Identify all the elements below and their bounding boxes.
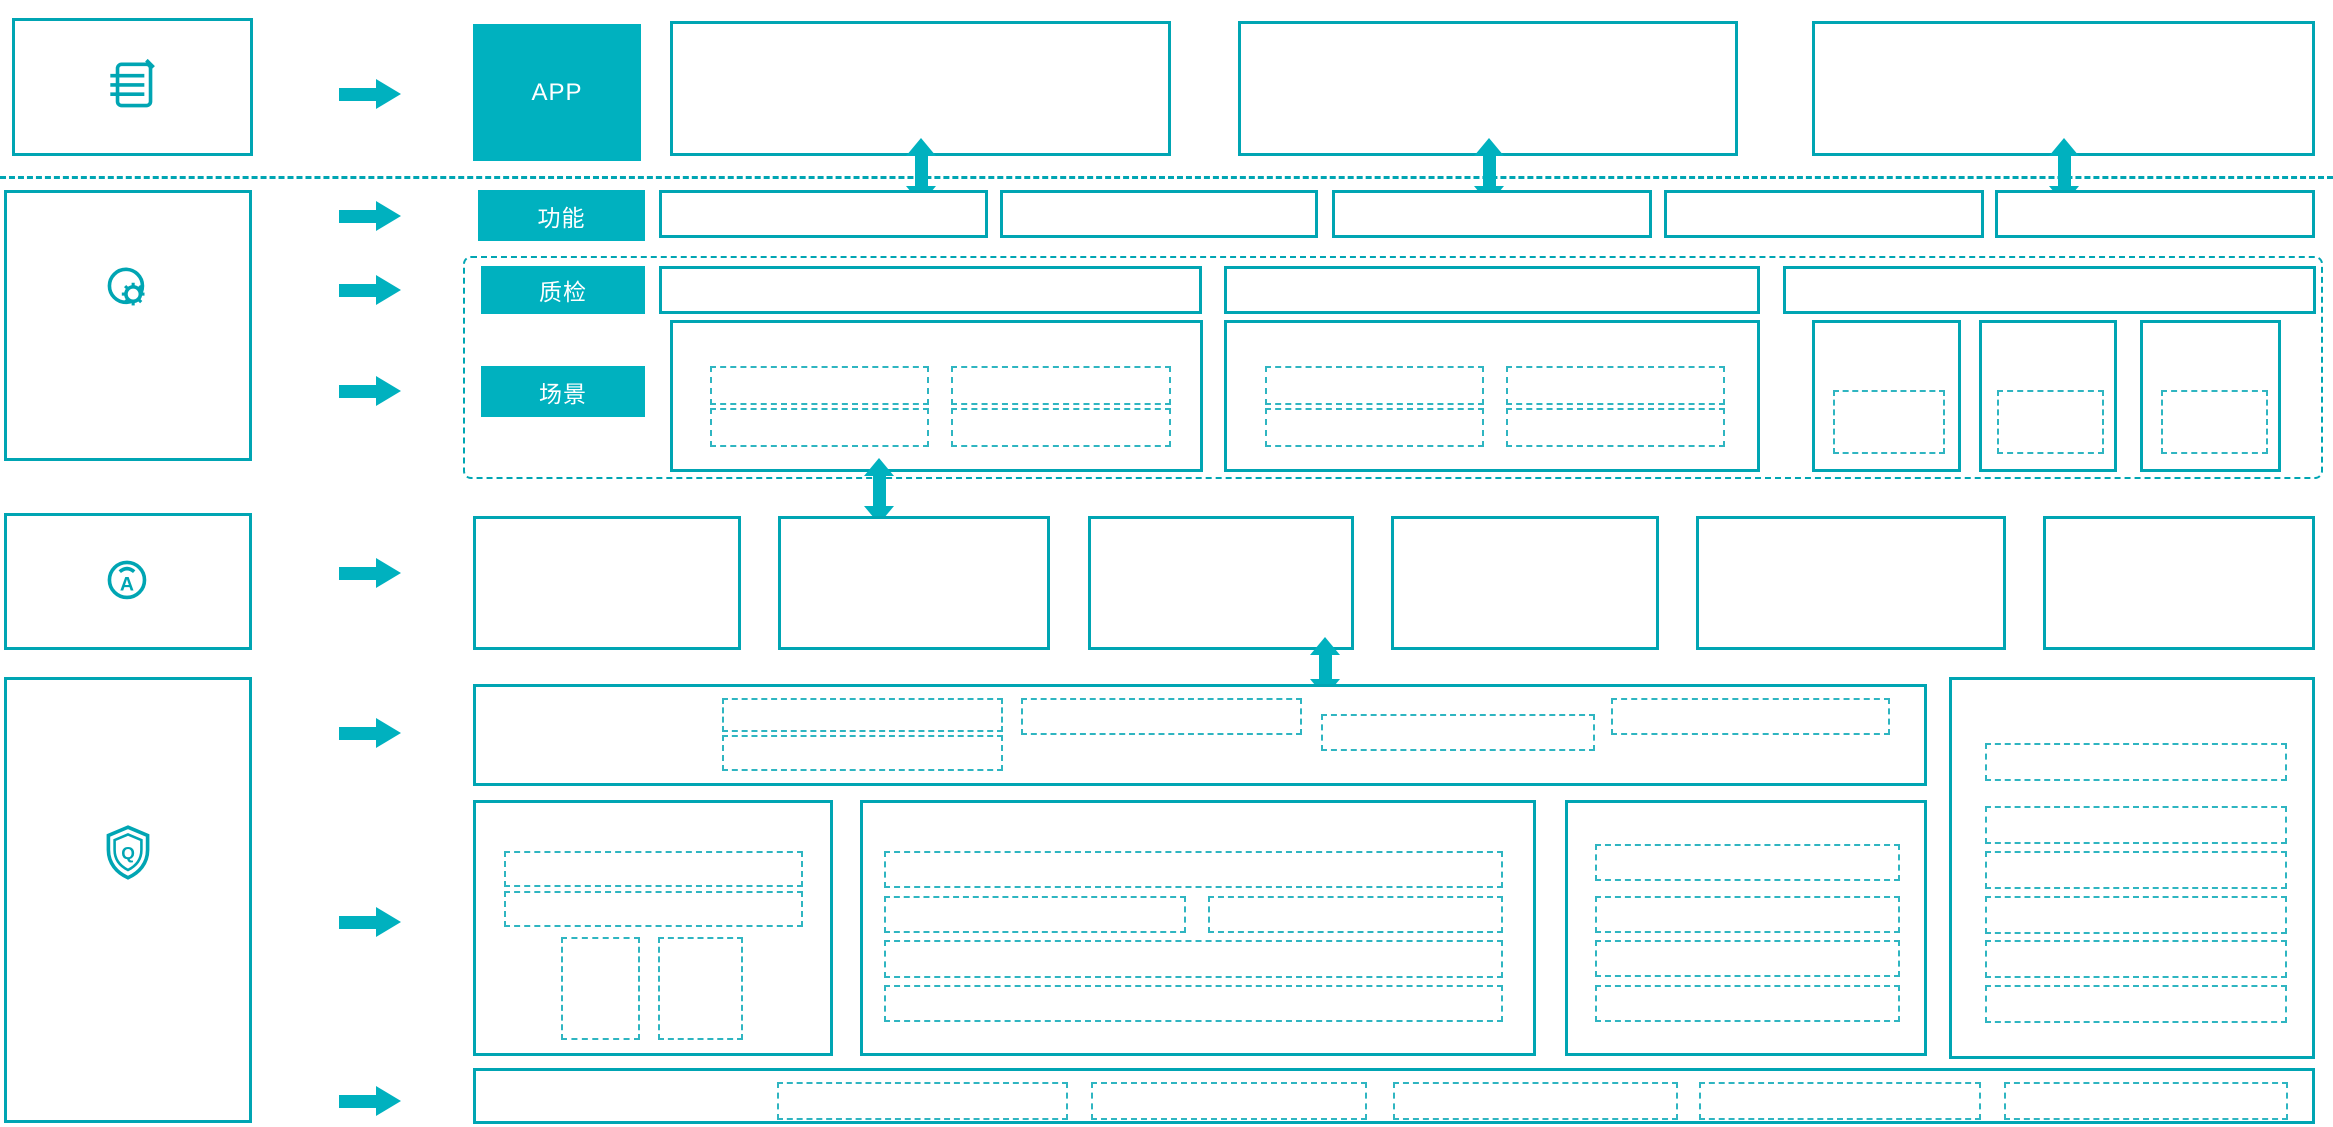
side-panel-box	[1949, 677, 2315, 1059]
capability-box-5	[1696, 516, 2006, 650]
function-box-4	[1664, 190, 1984, 238]
module-slot	[1208, 896, 1503, 933]
quality-scene-dashed-container	[463, 256, 2323, 479]
app-label-box: APP	[473, 24, 641, 161]
flow-arrow-8	[339, 1086, 401, 1116]
capability-box-1	[473, 516, 741, 650]
quality-box-2	[1224, 266, 1760, 314]
platform-slot	[1611, 698, 1890, 735]
platform-slot	[722, 735, 1003, 771]
scene-slot	[710, 408, 929, 447]
dashed-divider-line	[0, 176, 2333, 179]
foundation-slot	[1393, 1082, 1678, 1120]
scene-slot	[710, 366, 929, 405]
capability-box-4	[1391, 516, 1659, 650]
platform-slot	[1321, 714, 1595, 751]
side-panel-slot	[1985, 985, 2287, 1023]
quality-label-box: 质检	[481, 266, 645, 314]
left-stage-box-2	[4, 190, 252, 461]
app-box-3	[1812, 21, 2315, 156]
function-label-box: 功能	[478, 190, 645, 241]
quality-box-1	[659, 266, 1202, 314]
app-box-1	[670, 21, 1171, 156]
scene-small-box-2	[1979, 320, 2117, 472]
module-slot	[884, 896, 1186, 933]
ai-user-icon: A	[95, 549, 161, 615]
quality-box-3	[1783, 266, 2316, 314]
scene-slot	[1265, 408, 1484, 447]
foundation-slot	[1091, 1082, 1367, 1120]
scene-box-1	[670, 320, 1203, 472]
module-slot	[884, 851, 1503, 888]
side-panel-slot	[1985, 940, 2287, 978]
function-box-5	[1995, 190, 2315, 238]
side-panel-slot	[1985, 851, 2287, 889]
scene-label: 场景	[539, 380, 587, 407]
module-slot	[504, 891, 803, 927]
foundation-slot	[777, 1082, 1068, 1120]
side-panel-slot	[1985, 743, 2287, 781]
flow-arrow-5	[339, 558, 401, 588]
capability-box-2	[778, 516, 1050, 650]
scene-slot	[2161, 390, 2268, 454]
document-list-icon	[100, 54, 166, 120]
app-box-2	[1238, 21, 1738, 156]
foundation-slot	[2004, 1082, 2288, 1120]
flow-arrow-4	[339, 376, 401, 406]
foundation-slot	[1699, 1082, 1981, 1120]
module-slot	[658, 937, 743, 1040]
function-box-3	[1332, 190, 1652, 238]
flow-arrow-1	[339, 79, 401, 109]
platform-box	[473, 684, 1927, 786]
foundation-bar	[473, 1068, 2315, 1124]
module-box-3	[1565, 800, 1927, 1056]
flow-arrow-2	[339, 201, 401, 231]
module-slot	[1595, 940, 1900, 977]
scene-label-box: 场景	[481, 366, 645, 417]
scene-slot	[951, 408, 1171, 447]
scene-small-box-1	[1812, 320, 1961, 472]
left-stage-box-1	[12, 18, 253, 156]
module-box-1	[473, 800, 833, 1056]
scene-small-box-3	[2140, 320, 2281, 472]
left-stage-box-4: Q	[4, 677, 252, 1123]
function-box-1	[659, 190, 988, 238]
capability-box-6	[2043, 516, 2315, 650]
module-slot	[1595, 844, 1900, 881]
flow-arrow-3	[339, 275, 401, 305]
scene-slot	[1265, 366, 1484, 405]
left-stage-box-3: A	[4, 513, 252, 650]
function-box-2	[1000, 190, 1318, 238]
quality-shield-icon: Q	[95, 820, 161, 886]
module-slot	[1595, 896, 1900, 933]
platform-slot	[1021, 698, 1302, 735]
app-label: APP	[531, 78, 583, 106]
quality-label: 质检	[539, 279, 587, 305]
side-panel-slot	[1985, 806, 2287, 844]
side-panel-slot	[1985, 896, 2287, 934]
scene-slot	[1506, 408, 1725, 447]
module-slot	[561, 937, 640, 1040]
module-slot	[884, 985, 1503, 1022]
module-slot	[1595, 985, 1900, 1022]
module-box-2	[860, 800, 1536, 1056]
flow-arrow-6	[339, 718, 401, 748]
module-slot	[884, 940, 1503, 978]
scene-slot	[1997, 390, 2104, 454]
flow-arrow-7	[339, 907, 401, 937]
capability-box-3	[1088, 516, 1354, 650]
svg-text:A: A	[120, 573, 134, 595]
function-label: 功能	[537, 204, 586, 231]
scene-slot	[1506, 366, 1725, 405]
scene-box-2	[1224, 320, 1760, 472]
scene-slot	[1833, 390, 1945, 454]
svg-text:Q: Q	[121, 843, 135, 863]
platform-slot	[722, 698, 1003, 732]
module-slot	[504, 851, 803, 887]
vertical-connector-4	[863, 458, 895, 524]
user-gear-icon	[95, 258, 161, 324]
scene-slot	[951, 366, 1171, 405]
